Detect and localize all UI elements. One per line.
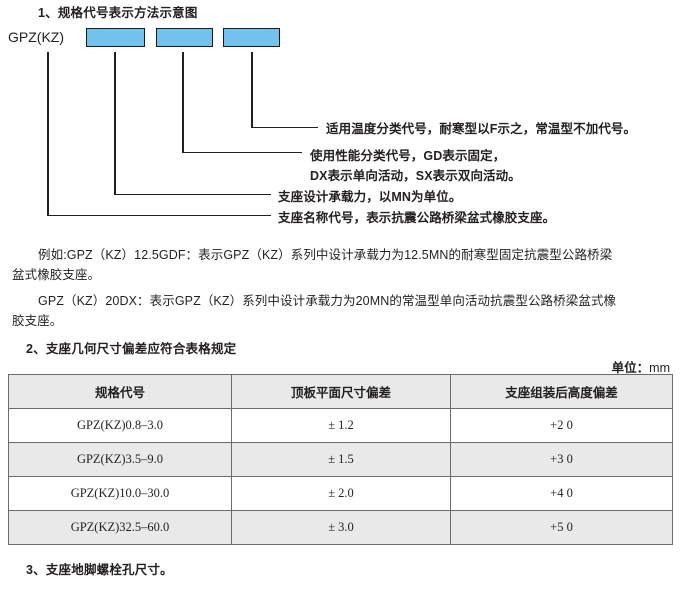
unit-label-text: 单位： [611,361,650,375]
table-cell-spec-code: GPZ(KZ)3.5–9.0 [8,442,232,477]
dimension-tolerance-table: 规格代号 顶板平面尺寸偏差 支座组装后高度偏差 GPZ(KZ)0.8–3.0 ±… [8,374,673,545]
annotation-bearing-name-code: 支座名称代号，表示抗震公路桥梁盆式橡胶支座。 [278,211,556,225]
table-cell-spec-code: GPZ(KZ)0.8–3.0 [8,408,232,443]
leader-hline-1 [47,214,271,217]
example-1-line-1: 例如:GPZ（KZ）12.5GDF：表示GPZ（KZ）系列中设计承载力为12.5… [38,248,613,262]
table-cell-top-plate: ± 1.2 [231,408,451,443]
annotation-performance-code: 使用性能分类代号，GD表示固定， [310,149,506,163]
table-cell-spec-code: GPZ(KZ)10.0–30.0 [8,476,232,511]
annotation-temperature-code: 适用温度分类代号，耐寒型以F示之，常温型不加代号。 [326,122,637,136]
spec-code-diagram: GPZ(KZ) 适用温度分类代号，耐寒型以F示之，常温型不加代号。 使用性能分类… [0,0,680,235]
example-2-line-1: GPZ（KZ）20DX：表示GPZ（KZ）系列中设计承载力为20MN的常温型单向… [38,294,617,308]
leader-hline-3 [182,151,302,154]
annotation-design-load: 支座设计承载力，以MN为单位。 [278,190,462,204]
table-row: GPZ(KZ)0.8–3.0 ± 1.2 +2 0 [8,408,673,443]
table-cell-top-plate: ± 3.0 [231,510,451,545]
diagram-box-3 [223,28,280,47]
annotation-performance-code-cont: DX表示单向活动，SX表示双向活动。 [310,169,521,183]
section-heading-1: 1、规格代号表示方法示意图 [38,6,198,20]
leader-vline-4 [251,52,253,128]
diagram-prefix-label: GPZ(KZ) [8,29,64,45]
table-cell-top-plate: ± 1.5 [231,442,451,477]
table-cell-height: +4 0 [450,476,673,511]
leader-vline-1 [47,52,49,216]
example-1-line-2: 盆式橡胶支座。 [12,268,101,282]
table-cell-height: +5 0 [450,510,673,545]
table-header-height: 支座组装后高度偏差 [450,374,673,409]
table-header-top-plate: 顶板平面尺寸偏差 [231,374,451,409]
section-heading-3: 3、支座地脚螺栓孔尺寸。 [26,563,173,577]
table-header-spec-code: 规格代号 [8,374,232,409]
table-row: GPZ(KZ)32.5–60.0 ± 3.0 +5 0 [8,510,673,545]
leader-vline-2 [114,52,116,195]
section-heading-2: 2、支座几何尺寸偏差应符合表格规定 [26,342,237,356]
table-row: GPZ(KZ)3.5–9.0 ± 1.5 +3 0 [8,442,673,477]
example-2-line-2: 胶支座。 [12,314,63,328]
table-row: GPZ(KZ)10.0–30.0 ± 2.0 +4 0 [8,476,673,511]
table-cell-top-plate: ± 2.0 [231,476,451,511]
table-cell-spec-code: GPZ(KZ)32.5–60.0 [8,510,232,545]
table-cell-height: +2 0 [450,408,673,443]
leader-vline-3 [182,52,184,153]
table-cell-height: +3 0 [450,442,673,477]
leader-hline-2 [114,193,271,196]
diagram-box-1 [86,28,145,47]
leader-hline-4 [251,126,318,129]
unit-label-value: mm [649,361,670,375]
table-header-row: 规格代号 顶板平面尺寸偏差 支座组装后高度偏差 [8,374,673,409]
table-unit-label: 单位：mm [612,357,670,376]
diagram-box-2 [156,28,213,47]
